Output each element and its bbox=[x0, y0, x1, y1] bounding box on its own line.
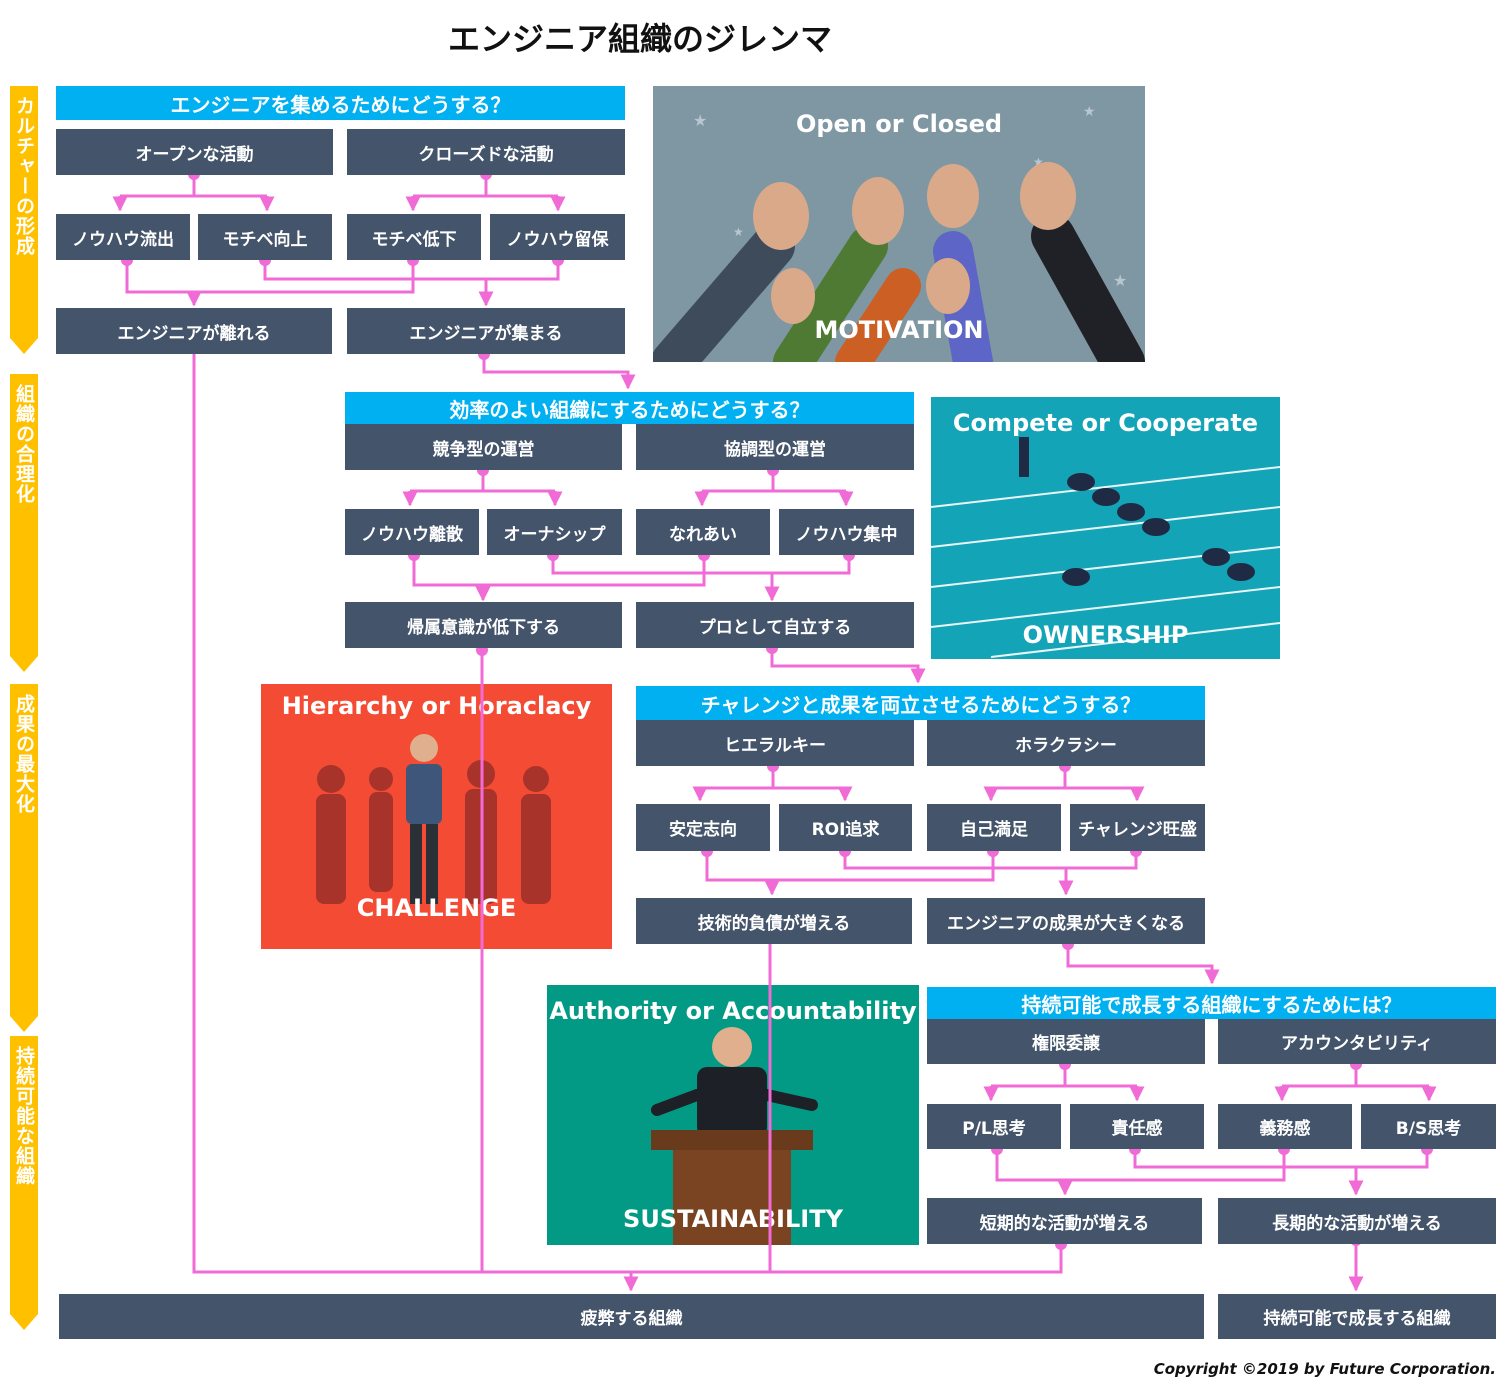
picture-challenge: Hierarchy or Horaclacy CHALLENGE bbox=[261, 684, 612, 949]
section4-option-right: アカウンタビリティ bbox=[1218, 1019, 1496, 1064]
section3-effect-l1: 安定志向 bbox=[636, 804, 770, 851]
section3-effect-l2: ROI追求 bbox=[779, 804, 912, 851]
copyright: Copyright ©2019 by Future Corporation. bbox=[1153, 1360, 1496, 1378]
stage-label: 組織の合理化 bbox=[13, 384, 35, 504]
section3-effect-r1: 自己満足 bbox=[927, 804, 1061, 851]
stage-label: カルチャーの形成 bbox=[13, 96, 35, 256]
section1-outcome-left: エンジニアが離れる bbox=[56, 308, 332, 354]
section2-effect-l2: オーナシップ bbox=[487, 509, 622, 555]
section3-question: チャレンジと成果を両立させるためにどうする？ bbox=[636, 686, 1205, 720]
section2-effect-r2: ノウハウ集中 bbox=[779, 509, 914, 555]
section4-effect-r2: B/S思考 bbox=[1361, 1104, 1496, 1149]
section1-question: エンジニアを集めるためにどうする？ bbox=[56, 86, 625, 120]
running-track-illustration bbox=[931, 437, 1280, 658]
section3-outcome-right: エンジニアの成果が大きくなる bbox=[927, 898, 1205, 944]
section3-effect-r2: チャレンジ旺盛 bbox=[1070, 804, 1205, 851]
section4-outcome-left: 短期的な活動が増える bbox=[927, 1198, 1202, 1244]
section2-outcome-right: プロとして自立する bbox=[636, 602, 914, 648]
section1-option-right: クローズドな活動 bbox=[347, 129, 625, 175]
stage-label: 持続可能な組織 bbox=[13, 1046, 35, 1186]
svg-text:★: ★ bbox=[1033, 155, 1044, 169]
section1-effect-l2: モチベ向上 bbox=[198, 214, 332, 260]
section2-option-right: 協調型の運営 bbox=[636, 424, 914, 470]
section2-question: 効率のよい組織にするためにどうする？ bbox=[345, 392, 914, 424]
svg-text:★: ★ bbox=[1083, 104, 1096, 120]
picture-sustainability: Authority or Accountability SUSTAINABILI… bbox=[547, 985, 919, 1245]
svg-text:★: ★ bbox=[693, 111, 707, 130]
section1-option-left: オープンな活動 bbox=[56, 129, 333, 175]
picture-caption-bottom: SUSTAINABILITY bbox=[623, 1205, 843, 1233]
section1-effect-r1: モチベ低下 bbox=[347, 214, 481, 260]
picture-caption-top: Hierarchy or Horaclacy bbox=[281, 692, 592, 720]
section2-effect-l1: ノウハウ離散 bbox=[345, 509, 479, 555]
section3-option-left: ヒエラルキー bbox=[636, 720, 914, 766]
picture-caption-top: Open or Closed bbox=[795, 110, 1003, 138]
picture-caption-bottom: CHALLENGE bbox=[356, 894, 517, 922]
section2-outcome-left: 帰属意識が低下する bbox=[345, 602, 622, 648]
section1-outcome-right: エンジニアが集まる bbox=[347, 308, 625, 354]
section3-outcome-left: 技術的負債が増える bbox=[636, 898, 912, 944]
picture-motivation: ★ ★ ★ ★ ★ Open or Closed MOTIVATION bbox=[653, 86, 1145, 362]
section4-effect-l2: 責任感 bbox=[1070, 1104, 1204, 1149]
picture-caption-top: Authority or Accountability bbox=[549, 997, 917, 1025]
section4-outcome-right: 長期的な活動が増える bbox=[1218, 1198, 1496, 1244]
section4-question: 持続可能で成長する組織にするためには？ bbox=[927, 987, 1496, 1019]
thumbs-up-illustration: ★ ★ ★ ★ ★ bbox=[653, 104, 1145, 362]
final-outcome-good: 持続可能で成長する組織 bbox=[1218, 1294, 1496, 1339]
section4-option-left: 権限委譲 bbox=[927, 1019, 1205, 1064]
section4-effect-r1: 義務感 bbox=[1218, 1104, 1352, 1149]
picture-caption-top: Compete or Cooperate bbox=[952, 409, 1259, 437]
picture-caption-bottom: OWNERSHIP bbox=[1022, 621, 1189, 649]
section1-effect-l1: ノウハウ流出 bbox=[56, 214, 190, 260]
section3-option-right: ホラクラシー bbox=[927, 720, 1205, 766]
section2-option-left: 競争型の運営 bbox=[345, 424, 622, 470]
svg-text:★: ★ bbox=[733, 225, 744, 239]
picture-ownership: Compete or Cooperate OWNERSHIP bbox=[931, 397, 1280, 659]
section2-effect-r1: なれあい bbox=[636, 509, 770, 555]
page-title: エンジニア組織のジレンマ bbox=[447, 20, 832, 58]
final-outcome-bad: 疲弊する組織 bbox=[59, 1294, 1204, 1339]
stage-label: 成果の最大化 bbox=[13, 694, 35, 814]
svg-text:★: ★ bbox=[1113, 271, 1127, 290]
section1-effect-r2: ノウハウ留保 bbox=[490, 214, 625, 260]
section4-effect-l1: P/L思考 bbox=[927, 1104, 1061, 1149]
picture-caption-bottom: MOTIVATION bbox=[814, 316, 984, 344]
